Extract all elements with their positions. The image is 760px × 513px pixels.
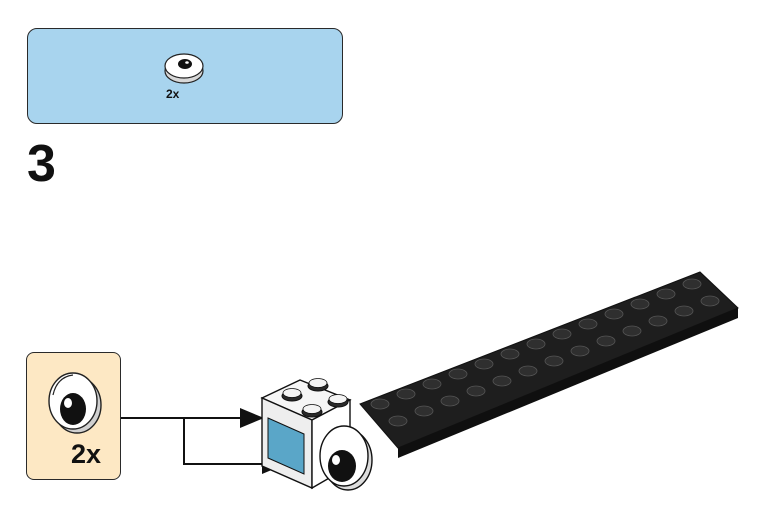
placement-arrows [121, 408, 286, 474]
plate-stud [674, 305, 694, 317]
plate-stud [370, 398, 390, 410]
subassembly-quantity: 2x [71, 439, 102, 469]
subassembly-callout: 2x [26, 352, 121, 480]
black-plate [359, 271, 739, 458]
plate-stud [518, 365, 538, 377]
plate-stud [682, 278, 702, 290]
plate-stud [492, 375, 512, 387]
plate-stud [578, 318, 598, 330]
plate-stud [526, 338, 546, 350]
plate-stud [604, 308, 624, 320]
plate-stud [700, 295, 720, 307]
plate-stud [466, 385, 486, 397]
plate-stud [474, 358, 494, 370]
plate-stud [440, 395, 460, 407]
eye-tile [319, 425, 373, 491]
plate-stud [544, 355, 564, 367]
round-eye-tile-icon [164, 53, 204, 84]
step-number: 3 [27, 135, 56, 193]
plate-stud [648, 315, 668, 327]
plate-stud [414, 405, 434, 417]
parts-list-callout: 2x [27, 28, 343, 124]
plate-stud [552, 328, 572, 340]
plate-stud [630, 298, 650, 310]
plate-stud [622, 325, 642, 337]
round-eye-tile-icon [48, 372, 102, 434]
plate-stud [570, 345, 590, 357]
parts-quantity: 2x [166, 87, 180, 101]
plate-stud [396, 388, 416, 400]
plate-stud [500, 348, 520, 360]
plate-stud [388, 415, 408, 427]
plate-stud [422, 378, 442, 390]
plate-stud [656, 288, 676, 300]
plate-stud [448, 368, 468, 380]
plate-stud [596, 335, 616, 347]
